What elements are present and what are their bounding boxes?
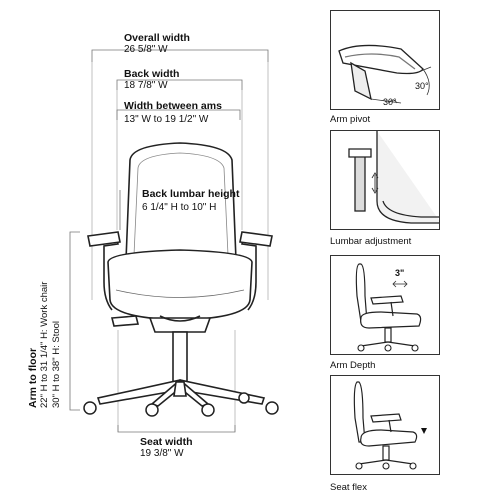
caster-wheel [83,401,97,415]
back-width-label: Back width [124,68,180,80]
arm-to-floor-line1: 22" H to 31 1/4" H: Work chair [39,281,50,408]
arm-pivot-panel: 30° 30° [330,10,440,110]
lumbar-adjustment-panel [330,130,440,230]
caster-wheel [201,403,215,417]
arm-depth-illustration [355,263,422,352]
overall-width-value: 26 5/8" W [124,44,168,55]
back-lumbar-height-label: Back lumbar height [142,188,240,200]
arm-pivot-angle-b: 30° [383,97,397,107]
arm-pivot-illustration [338,44,432,104]
lumbar-adjustment-caption: Lumbar adjustment [330,236,412,247]
caster-wheel [145,403,159,417]
seat-flex-panel [330,375,440,475]
left-armrest [89,235,119,311]
arm-to-floor-line2: 30" H to 38" H: Stool [51,320,62,408]
seat-width-value: 19 3/8" W [140,448,184,459]
gas-cylinder [172,331,188,383]
caster-wheel [238,392,250,404]
seat-flex-caption: Seat flex [330,482,367,493]
back-lumbar-height-value: 6 1/4" H to 10" H [142,202,217,213]
arm-to-floor-group: Arm to floor 22" H to 31 1/4" H: Work ch… [27,282,63,408]
chair-seat [107,249,253,321]
caster-wheel [265,401,279,415]
lumbar-adjustment-illustration [348,131,439,224]
seat-width-label: Seat width [140,436,193,448]
back-width-value: 18 7/8" W [124,80,168,91]
arm-pivot-caption: Arm pivot [330,114,371,125]
arm-to-floor-label: Arm to floor [27,347,39,408]
arm-depth-measure: 3" [395,268,405,278]
arm-depth-caption: Arm Depth [330,360,376,371]
width-between-arms-value: 13" W to 19 1/2" W [124,114,209,125]
seat-flex-illustration [353,381,427,470]
right-armrest [241,235,271,311]
width-between-arms-label: Width between ams [124,100,222,112]
overall-width-label: Overall width [124,32,190,44]
flex-arrow-icon [421,428,427,434]
arm-pivot-angle-a: 30° [415,81,429,91]
arm-depth-panel: 3" [330,255,440,355]
